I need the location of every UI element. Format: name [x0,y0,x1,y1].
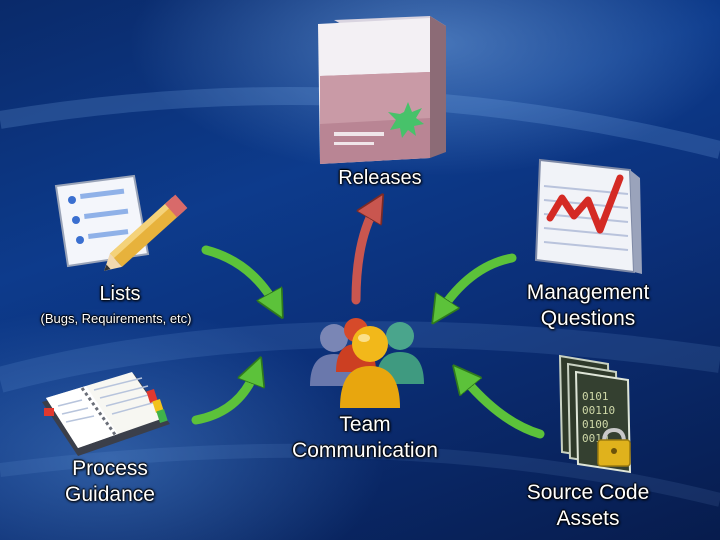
lists-sublabel-text: (Bugs, Requirements, etc) [40,311,192,326]
releases-label: Releases [310,166,450,191]
releases-label-text: Releases [338,167,422,189]
source-label-line2: Assets [556,507,620,531]
svg-text:0101: 0101 [582,390,609,403]
management-label: Management Questions [502,280,674,333]
notebook-icon [38,368,178,460]
svg-text:00110: 00110 [582,404,615,417]
arrow-team-to-releases [351,206,376,305]
process-label-line1: Process [72,457,148,480]
process-label: Process Guidance [40,456,180,509]
source-label-line1: Source Code [526,481,650,504]
lists-label: Lists (Bugs, Requirements, etc) [40,282,200,327]
source-label: Source Code Assets [502,480,674,533]
arrow-lists-to-team [201,245,276,306]
management-label-line1: Management [526,281,650,304]
locked-code-files-icon: 0101 00110 0100 0010 [556,354,640,474]
line-chart-report-icon [530,156,648,276]
team-label-line1: Team [339,413,391,436]
arrow-source-to-team [462,376,545,439]
management-label-line2: Questions [540,307,636,331]
lists-label-text: Lists [99,283,141,305]
people-group-icon [296,314,446,410]
checklist-pencil-icon [48,170,198,280]
team-label: Team Communication [270,412,460,465]
process-label-line2: Guidance [65,483,155,507]
arrow-process-to-team [191,370,256,425]
team-label-line2: Communication [292,439,438,463]
svg-text:0100: 0100 [582,418,609,431]
software-box-icon [312,14,452,164]
